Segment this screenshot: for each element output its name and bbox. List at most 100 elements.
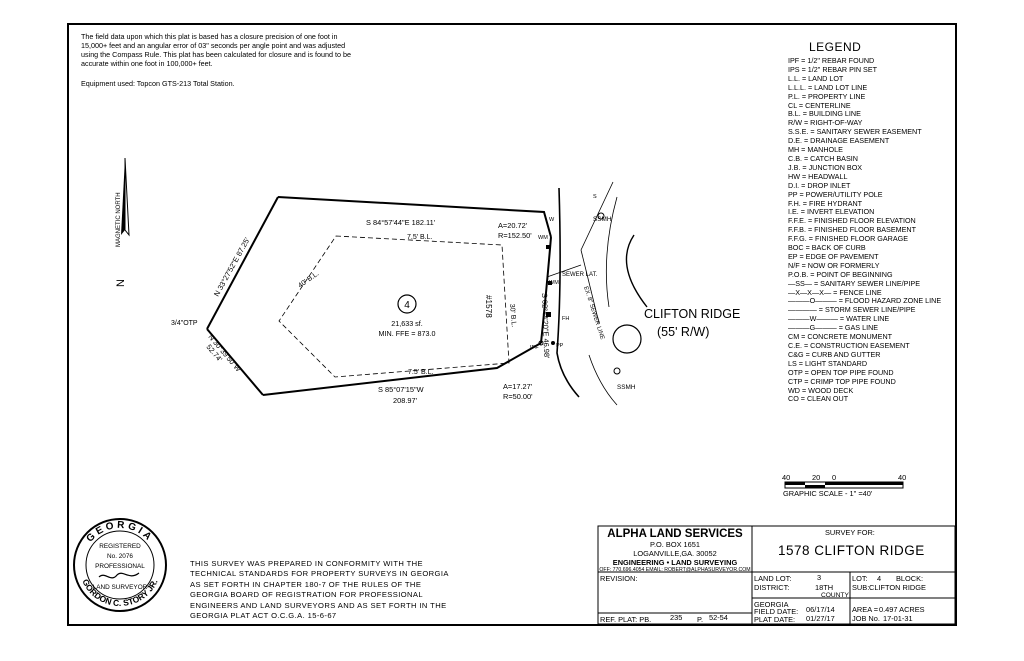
legend-item: —X—X—X— = FENCE LINE	[788, 287, 882, 297]
curve-north-r: R=152.50'	[498, 231, 532, 240]
plat-drawing: MAGNETIC NORTH N S 84°57'44"E 182.11	[73, 157, 955, 624]
legend-item: ———G——— = GAS LINE	[788, 323, 879, 333]
seal-land-surveyor: LAND SURVEYOR	[93, 584, 148, 591]
legend-item: B.L. = BUILDING LINE	[788, 109, 861, 119]
legend-item: IPF = 1/2" REBAR FOUND	[788, 56, 875, 65]
county-label: COUNTY	[821, 592, 849, 599]
boundary-east	[540, 236, 552, 344]
ref-plat-p: 52-54	[709, 613, 728, 622]
legend-item: ———O——— = FLOOD HAZARD ZONE LINE	[788, 296, 942, 306]
otp-label: 3/4"OTP	[171, 320, 198, 327]
bl-north: 7.5' B.L.	[407, 234, 433, 241]
company-city: LOGANVILLE,GA. 30052	[633, 549, 717, 558]
legend-item: CO = CLEAN OUT	[788, 394, 849, 404]
legend-item: S.S.E. = SANITARY SEWER EASEMENT	[788, 127, 922, 137]
fire-hydrant-icon	[546, 312, 551, 317]
call-south-bearing: S 85°07'15"W	[378, 385, 424, 394]
legend-item: WD = WOOD DECK	[788, 385, 854, 395]
boundary-south	[262, 342, 542, 396]
pp-label: PP	[556, 343, 564, 349]
ssmh-north-label: SSMH	[593, 216, 612, 223]
cul-de-sac-arc	[625, 234, 648, 308]
legend-title: LEGEND	[809, 40, 862, 54]
sub-value: CLIFTON RIDGE	[869, 583, 926, 592]
legend-item: CM = CONCRETE MONUMENT	[788, 332, 893, 342]
scale-tick-2: 0	[832, 473, 836, 482]
lot-number-circle	[397, 294, 417, 314]
legend-item: MH = MANHOLE	[788, 145, 843, 155]
sewer-mark-label: S	[593, 194, 597, 200]
road-edge-west	[556, 187, 580, 398]
legend-item: L.L.L. = LAND LOT LINE	[788, 82, 868, 92]
closure-note: The field data upon which this plat is b…	[81, 32, 351, 68]
field-date-label: FIELD DATE:	[754, 607, 799, 616]
cul-de-sac-island	[612, 324, 642, 354]
lot-label: LOT:	[852, 574, 868, 583]
ref-plat-pb: 235	[670, 613, 683, 622]
legend-item: BOC = BACK OF CURB	[788, 243, 866, 253]
company-block: ALPHA LAND SERVICES P.O. BOX 1651 LOGANV…	[598, 528, 752, 573]
legend-item: CTP = CRIMP TOP PIPE FOUND	[788, 376, 896, 386]
legend-item: LS = LIGHT STANDARD	[788, 358, 868, 368]
north-arrow-label: MAGNETIC NORTH	[116, 192, 122, 247]
road-row: (55' R/W)	[657, 325, 709, 339]
surveyor-seal: GEORGIA GORDON C. STORY JR. REGISTERED N…	[73, 518, 167, 612]
water-meter-icon	[548, 281, 552, 285]
job-label: JOB No.	[852, 614, 880, 623]
scale-tick-1: 20	[812, 473, 820, 482]
revision-label: REVISION:	[600, 574, 638, 583]
building-line	[278, 235, 510, 378]
seal-registered: REGISTERED	[99, 543, 141, 550]
wm-label-1: WM	[538, 235, 548, 241]
boundary-nw	[206, 196, 279, 330]
wm-label-2: WM	[549, 280, 559, 286]
lot-area: 21,633 sf.	[391, 319, 423, 328]
north-symbol: N	[115, 279, 127, 287]
scale-caption: GRAPHIC SCALE - 1" =40'	[783, 489, 873, 498]
signature-mark	[98, 572, 140, 579]
field-date-value: 06/17/14	[806, 605, 835, 614]
land-lot-label: LAND LOT:	[754, 574, 792, 583]
legend-item: R/W = RIGHT-OF-WAY	[788, 118, 863, 128]
bl-east: 30' B.L.	[508, 304, 517, 328]
legend-item: ———W——— = WATER LINE	[788, 314, 890, 324]
legend-item: F.F.B. = FINISHED FLOOR BASEMENT	[788, 225, 916, 235]
company-services: ENGINEERING • LAND SURVEYING	[612, 558, 738, 567]
plat-date-label: PLAT DATE:	[754, 615, 796, 624]
curve-north-a: A=20.72'	[498, 221, 528, 230]
legend-item: PP = POWER/UTILITY POLE	[788, 189, 883, 199]
ref-plat-p-label: P.	[697, 615, 704, 624]
legend-item: HW = HEADWALL	[788, 171, 848, 181]
district-label: DISTRICT:	[754, 583, 790, 592]
seal-name: GORDON C. STORY JR.	[80, 577, 159, 608]
sub-label: SUB:	[852, 583, 870, 592]
call-south-distance: 208.97'	[393, 396, 418, 405]
ssmh-north-icon	[597, 212, 605, 220]
company-po-box: P.O. BOX 1651	[650, 540, 700, 549]
legend-item: D.I. = DROP INLET	[788, 180, 851, 190]
legend-item: EP = EDGE OF PAVEMENT	[788, 251, 879, 261]
legend-item: J.B. = JUNCTION BOX	[788, 162, 863, 172]
curve-south-r: R=50.00'	[503, 392, 533, 401]
bl-west: 40' B.L.	[297, 270, 320, 289]
house-number: #1578	[484, 295, 493, 318]
seal-professional: PROFESSIONAL	[95, 563, 145, 570]
boundary-sw	[206, 328, 264, 396]
legend-item: C.E. = CONSTRUCTION EASEMENT	[788, 341, 910, 350]
legend-item: I.E. = INVERT ELEVATION	[788, 207, 875, 217]
legend-item: OTP = OPEN TOP PIPE FOUND	[788, 367, 894, 377]
legend-item: F.F.E. = FINISHED FLOOR ELEVATION	[788, 216, 916, 226]
sewer-lateral	[546, 264, 582, 278]
legend-item: C&G = CURB AND GUTTER	[788, 349, 881, 359]
block-label: BLOCK:	[896, 574, 924, 583]
title-block-frame	[597, 525, 955, 624]
graphic-scale: 40 20 0 40 GRAPHIC SCALE - 1" =40'	[782, 473, 906, 498]
ssmh-south-icon	[613, 367, 621, 375]
legend-item: C.B. = CATCH BASIN	[788, 153, 858, 163]
scale-tick-0: 40	[782, 473, 790, 482]
ssmh-south-label: SSMH	[617, 384, 636, 391]
seal-number: No. 2076	[107, 553, 133, 560]
legend-item: F.F.G. = FINISHED FLOOR GARAGE	[788, 234, 909, 244]
road-edge-east-b	[588, 354, 618, 406]
